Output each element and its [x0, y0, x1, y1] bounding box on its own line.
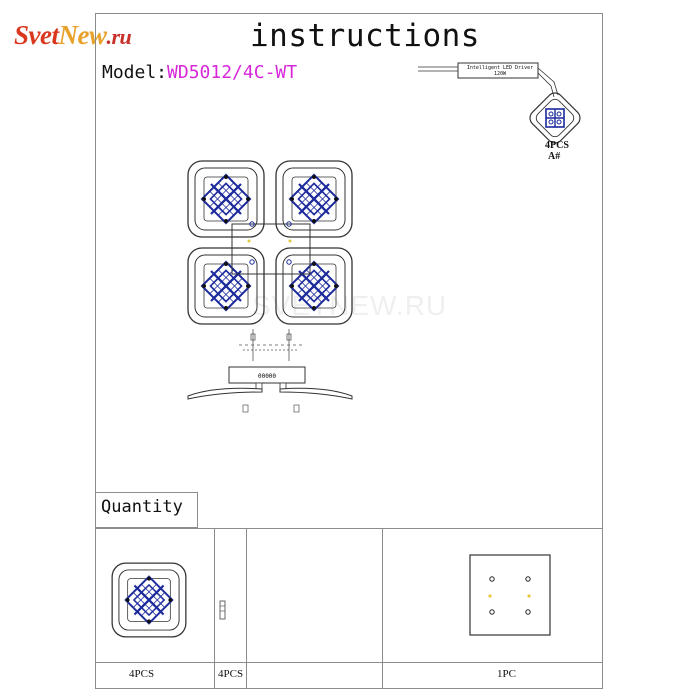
mounting-screws: [239, 329, 303, 361]
driver-label: Intelligent LED Driver 120W: [462, 65, 538, 77]
connector-frame: [231, 223, 311, 275]
quantity-count-screw: 4PCS: [218, 668, 244, 680]
quantity-heading: Quantity: [101, 497, 183, 517]
model-line: Model:WD5012/4C-WT: [102, 62, 297, 83]
hub-label: 00000: [258, 373, 276, 380]
instruction-sheet-frame: [95, 13, 603, 689]
quantity-col-divider: [246, 528, 247, 689]
logo-part-new: New: [58, 20, 108, 50]
site-logo[interactable]: SvetNew.ru: [14, 20, 132, 51]
watermark-text: SVETNEW.RU: [252, 290, 448, 321]
quantity-count-plate: 1PC: [497, 668, 516, 680]
qty-lamp-head: [111, 562, 187, 638]
module-count: 4PCS: [545, 140, 569, 151]
led-module-icon: [529, 92, 581, 144]
module-code: A#: [548, 151, 561, 162]
mounting-base-side-view: [187, 366, 353, 413]
page-title: instructions: [250, 18, 480, 54]
logo-part-svet: Svet: [14, 20, 59, 50]
quantity-col-divider: [382, 528, 383, 689]
driver-label-line2: 120W: [493, 71, 507, 77]
qty-screw: [219, 600, 226, 620]
qty-mounting-plate: [469, 554, 551, 636]
quantity-count-lamp: 4PCS: [129, 668, 155, 680]
quantity-heading-box: [95, 492, 198, 528]
quantity-count-rule: [95, 662, 603, 663]
driver-label-line1: Intelligent LED Driver: [466, 65, 534, 71]
model-code: WD5012/4C-WT: [167, 62, 298, 83]
quantity-col-divider: [214, 528, 215, 689]
logo-part-domain: .ru: [106, 24, 132, 49]
quantity-top-rule: [95, 528, 603, 529]
model-prefix: Model:: [102, 62, 168, 83]
lamp-head: [274, 246, 354, 326]
